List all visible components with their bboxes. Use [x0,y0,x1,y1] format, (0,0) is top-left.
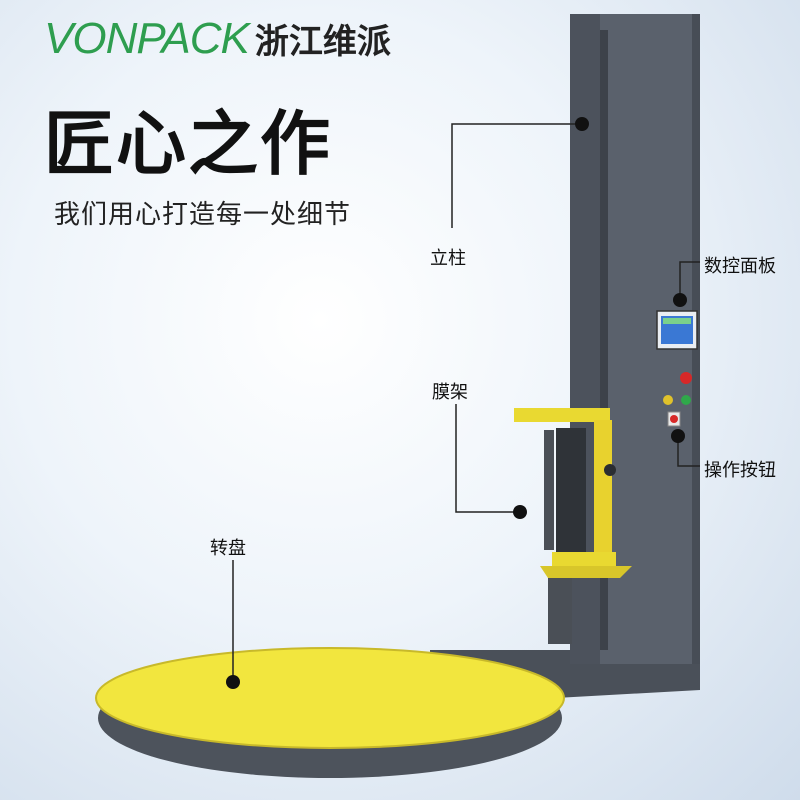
headline: 匠心之作 [44,103,332,185]
emergency-stop-button [670,415,678,423]
yellow-button [663,395,673,405]
turntable-top [95,647,565,749]
brand-logo: VONPACK 浙江维派 [44,14,391,64]
subtitle: 我们用心打造每一处细节 [54,200,352,230]
green-button [681,395,691,405]
callout-buttons: 操作按钮 [704,460,776,481]
callout-control-panel: 数控面板 [704,256,776,277]
red-button [680,372,692,384]
callout-film-carriage: 膜架 [432,382,468,403]
carriage-top [514,408,610,422]
callout-column: 立柱 [430,248,466,269]
brand-name-en: VONPACK [44,14,250,63]
brand-name-cn: 浙江维派 [254,22,391,62]
callout-turntable: 转盘 [210,538,246,559]
